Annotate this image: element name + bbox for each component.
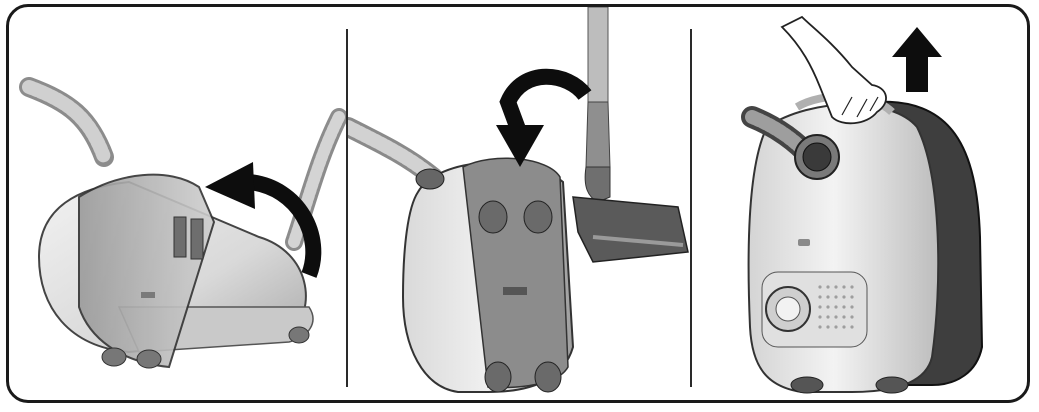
vacuum-close-lid-illustration [348,7,690,400]
instruction-figure-frame [6,4,1030,403]
floor-nozzle [573,197,688,262]
vacuum-open-lid-illustration [9,7,346,400]
vacuum-body [749,105,939,393]
panel-lift-vacuum [692,7,1030,400]
panel-close-lid [348,7,690,400]
wand-tube [585,7,610,202]
vacuum-lift-illustration [692,7,1030,400]
hose-left [29,87,104,157]
arrow-up-icon [892,27,942,92]
hose [348,127,433,177]
curved-arrow-clockwise-icon [496,77,585,167]
panel-open-lid [9,7,346,400]
